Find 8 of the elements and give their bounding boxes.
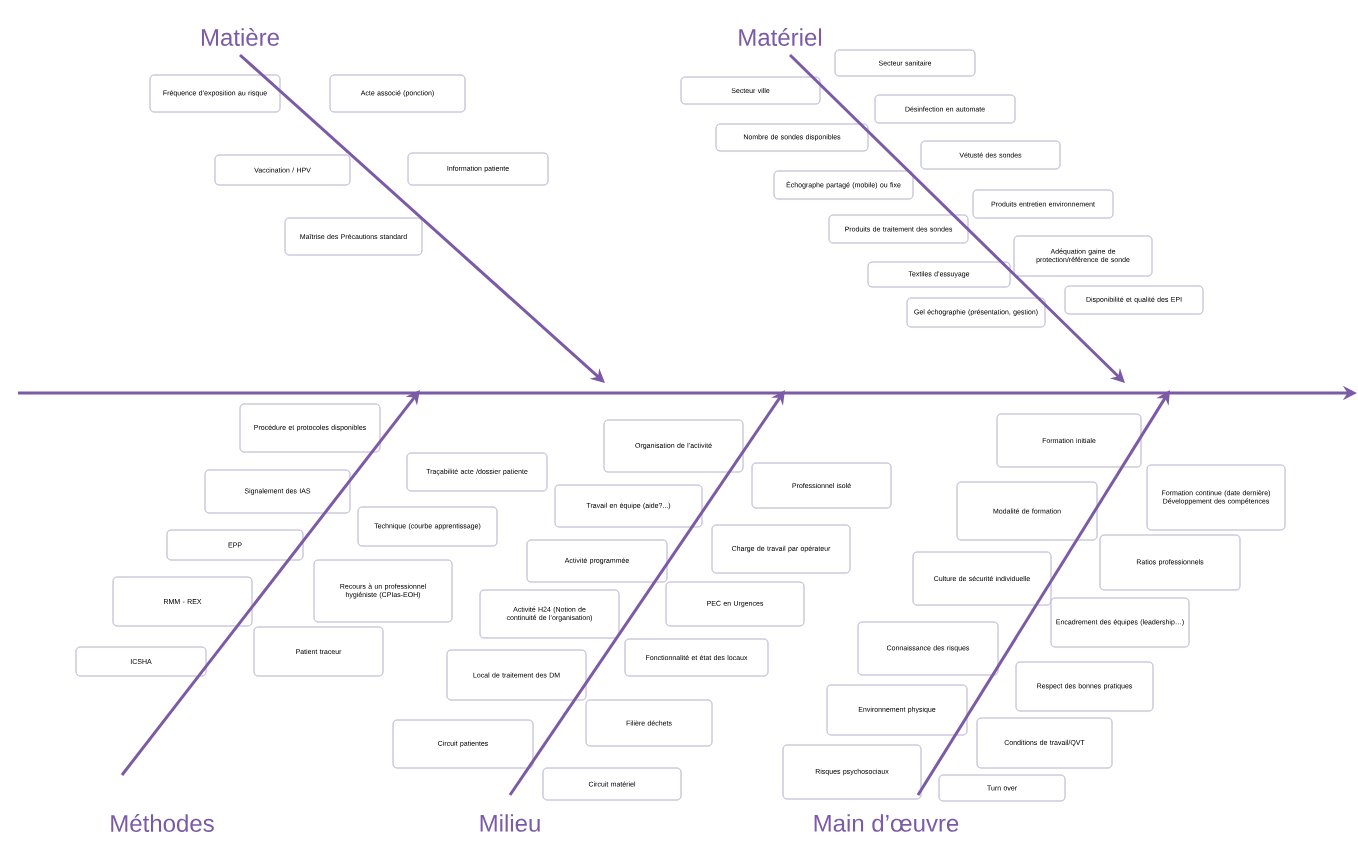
bone-arrow: [788, 53, 1125, 383]
category-heading: Méthodes: [111, 814, 214, 832]
category-heading: Matière: [201, 28, 279, 46]
bone-arrow: [120, 390, 420, 776]
category-heading: Main d’œuvre: [814, 814, 959, 832]
category-heading: Matériel: [739, 28, 822, 46]
bone-arrow: [239, 53, 605, 383]
category-heading: Milieu: [480, 814, 540, 832]
